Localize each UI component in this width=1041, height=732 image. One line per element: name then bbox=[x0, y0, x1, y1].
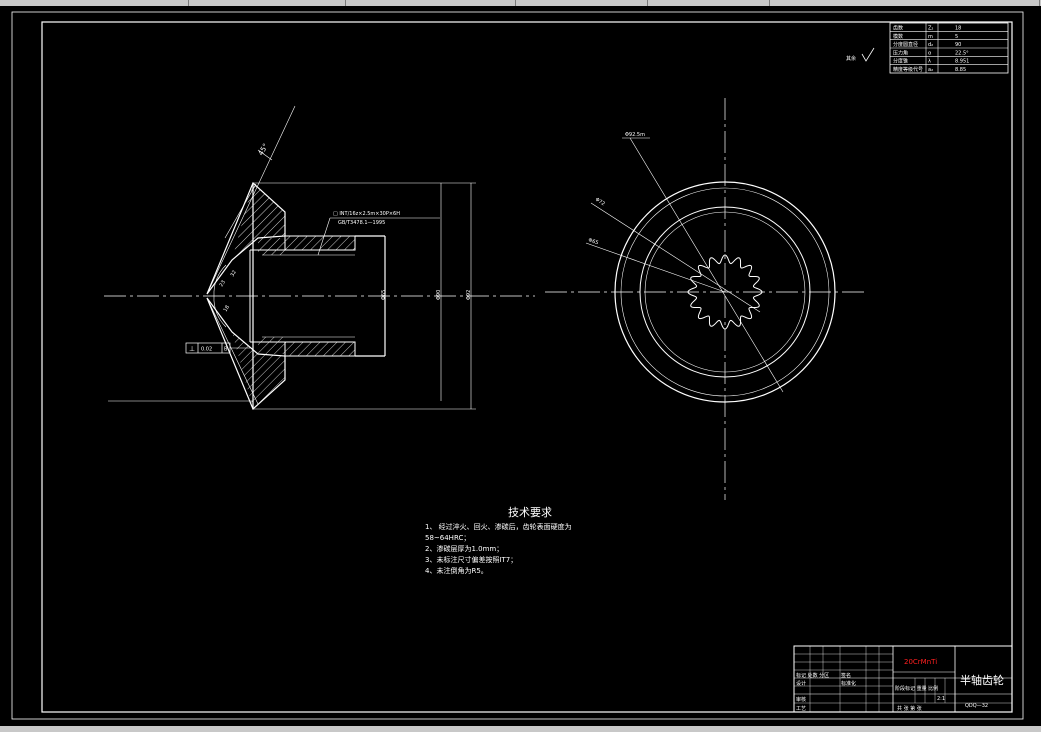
sheet-labels: 共 张 第 张 bbox=[897, 705, 922, 712]
section-hatch bbox=[232, 332, 285, 409]
tech-item: 58~64HRC； bbox=[425, 534, 470, 542]
angle-small-label: 32 bbox=[230, 269, 238, 278]
param-value: 22.5° bbox=[955, 50, 969, 56]
param-label: 齿数 bbox=[893, 25, 903, 32]
param-symbol: Z₂ bbox=[928, 26, 933, 32]
tolerance-datum: B bbox=[224, 347, 228, 353]
gear-parameter-table: 齿数 Z₂ 18 模数 m 5 分度圆直径 d₂ 90 压力角 α 22.5° … bbox=[889, 22, 1009, 74]
tech-item: 3、未标注尺寸偏差按照IT7； bbox=[425, 555, 517, 564]
tech-item: 1、 经过淬火、回火、渗碳后，齿轮表面硬度为 bbox=[425, 522, 572, 531]
param-label: 分度圆直径 bbox=[893, 41, 918, 48]
tech-item: 2、渗碳层厚为1.0mm； bbox=[425, 544, 503, 553]
dimension-label: Φ72 bbox=[594, 197, 606, 208]
param-label: 分度锥 bbox=[893, 58, 908, 65]
right-end-view: Φ92.5m Φ72 Φ65 bbox=[545, 98, 868, 500]
param-value: 18 bbox=[955, 26, 961, 32]
window-status-strip bbox=[0, 726, 1041, 732]
dimension-hub: Φ90 bbox=[436, 290, 442, 300]
svg-text:其余: 其余 bbox=[846, 55, 856, 62]
cad-drawing-canvas[interactable]: 齿数 Z₂ 18 模数 m 5 分度圆直径 d₂ 90 压力角 α 22.5° … bbox=[0, 6, 1041, 726]
outer-frame bbox=[11, 11, 1024, 720]
small-dimension-label: 18 bbox=[223, 304, 231, 313]
stage-labels: 阶段标记 重量 比例 bbox=[895, 685, 938, 692]
dimension-outer: Φ92 bbox=[466, 290, 472, 300]
toolbar-segment[interactable] bbox=[0, 0, 189, 6]
toolbar-segment[interactable] bbox=[517, 0, 648, 6]
dimension-bore: Φ65 bbox=[381, 290, 387, 300]
title-block-row: 设计 bbox=[796, 680, 806, 687]
title-block-cell: 签名 bbox=[841, 672, 851, 679]
hub-circle bbox=[639, 206, 811, 378]
hub-hatch-lower bbox=[284, 341, 356, 357]
window-toolbar-strip bbox=[0, 0, 1041, 6]
internal-spline-profile bbox=[687, 254, 763, 330]
title-block-row: 标记 处数 分区 bbox=[796, 672, 829, 679]
left-section-view: 45° 32 23 18 □ INT/16z×2.5m×30P×6H GB/T3… bbox=[104, 105, 535, 411]
param-value: 8.85 bbox=[955, 67, 966, 73]
param-symbol: m bbox=[928, 34, 933, 40]
tech-item: 4、未注倒角为R5。 bbox=[425, 566, 488, 575]
param-symbol: d₂ bbox=[928, 42, 933, 48]
angle-label: 45° bbox=[257, 142, 270, 157]
tech-title: 技术要求 bbox=[508, 506, 552, 519]
param-label: 模数 bbox=[893, 33, 903, 40]
technical-requirements: 技术要求 1、 经过淬火、回火、渗碳后，齿轮表面硬度为 58~64HRC； 2、… bbox=[425, 506, 572, 575]
angle-small-label: 23 bbox=[219, 279, 227, 288]
perpendicularity-symbol-icon: ⊥ bbox=[189, 345, 195, 353]
param-label: 精度等级代号 bbox=[893, 66, 923, 73]
addendum-circle bbox=[620, 187, 830, 397]
param-symbol: λ bbox=[928, 59, 931, 65]
part-name: 半轴齿轮 bbox=[960, 673, 1004, 687]
spline-callout-standard: GB/T3478.1—1995 bbox=[338, 220, 385, 226]
param-symbol: α bbox=[928, 50, 932, 56]
hub-inner-circle bbox=[644, 211, 806, 373]
tolerance-frame: ⊥ 0.02 B bbox=[185, 342, 250, 354]
param-label: 压力角 bbox=[893, 49, 908, 56]
tolerance-value: 0.02 bbox=[201, 347, 212, 353]
toolbar-segment[interactable] bbox=[649, 0, 770, 6]
param-value: 90 bbox=[955, 42, 961, 48]
roughness-symbol-icon bbox=[861, 47, 875, 62]
dimension-label: Φ65 bbox=[587, 237, 599, 246]
title-block-cell: 标准化 bbox=[841, 680, 856, 687]
toolbar-segment[interactable] bbox=[347, 0, 516, 6]
param-value: 8.951 bbox=[955, 59, 969, 65]
title-block-row: 工艺 bbox=[796, 706, 806, 712]
surface-roughness-note: 其余 bbox=[846, 47, 875, 62]
dimension-label: Φ92.5m bbox=[625, 132, 645, 138]
param-symbol: a₂ bbox=[928, 67, 933, 73]
drawing-number: QDQ—32 bbox=[965, 703, 988, 709]
outer-circle bbox=[614, 181, 836, 403]
inner-frame bbox=[41, 21, 1013, 713]
toolbar-segment[interactable] bbox=[771, 0, 1040, 6]
scale-value: 2:1 bbox=[937, 696, 945, 702]
title-block-row: 审核 bbox=[796, 696, 806, 703]
param-value: 5 bbox=[955, 34, 958, 40]
spline-callout: □ INT/16z×2.5m×30P×6H bbox=[333, 211, 400, 217]
section-hatch bbox=[232, 183, 285, 260]
toolbar-segment[interactable] bbox=[190, 0, 346, 6]
material-label: 20CrMnTi bbox=[904, 658, 937, 666]
title-block: 标记 处数 分区 设计 审核 工艺 签名 标准化 20CrMnTi 阶段标记 重… bbox=[793, 645, 1013, 713]
